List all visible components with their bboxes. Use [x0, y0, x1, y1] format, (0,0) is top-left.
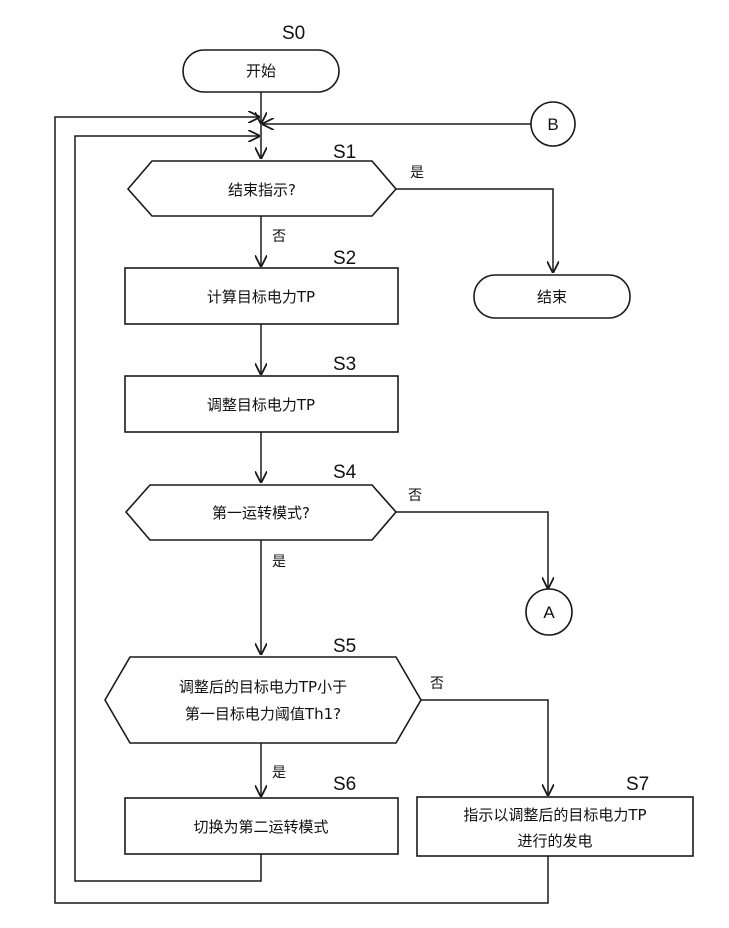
adjust-tp-label: 调整目标电力TP — [207, 396, 315, 414]
generate-label-line2: 进行的发电 — [517, 832, 592, 850]
step-label-s6: S6 — [333, 774, 356, 795]
step-label-s5: S5 — [333, 636, 356, 657]
step-label-s1: S1 — [333, 142, 356, 163]
step-label-s2: S2 — [333, 248, 356, 269]
edge-s1-yes-to-end — [396, 189, 553, 272]
step-label-s3: S3 — [333, 354, 356, 375]
edge-s5-no-to-s7 — [421, 700, 548, 795]
end-label: 结束 — [537, 288, 567, 306]
start-label: 开始 — [246, 62, 276, 80]
s4-no-label: 否 — [408, 488, 422, 504]
threshold-decision — [105, 657, 421, 743]
first-mode-label: 第一运转模式? — [212, 504, 310, 522]
threshold-label-line1: 调整后的目标电力TP小于 — [179, 678, 347, 696]
edge-s4-no-to-a — [396, 512, 548, 588]
end-check-label: 结束指示? — [228, 181, 296, 199]
step-label-s0: S0 — [282, 23, 305, 44]
s5-no-label: 否 — [430, 676, 444, 692]
calc-tp-label: 计算目标电力TP — [207, 288, 315, 306]
threshold-label-line2: 第一目标电力阈值Th1? — [185, 705, 341, 723]
s1-yes-label: 是 — [410, 165, 424, 181]
step-label-s7: S7 — [626, 774, 649, 795]
s4-yes-label: 是 — [272, 554, 286, 570]
s5-yes-label: 是 — [272, 765, 286, 781]
switch-mode-label: 切换为第二运转模式 — [193, 818, 328, 836]
step-label-s4: S4 — [333, 462, 357, 483]
connector-a-label: A — [543, 603, 555, 622]
connector-b-label: B — [547, 115, 558, 134]
generate-label-line1: 指示以调整后的目标电力TP — [463, 806, 646, 824]
s1-no-label: 否 — [272, 229, 286, 245]
